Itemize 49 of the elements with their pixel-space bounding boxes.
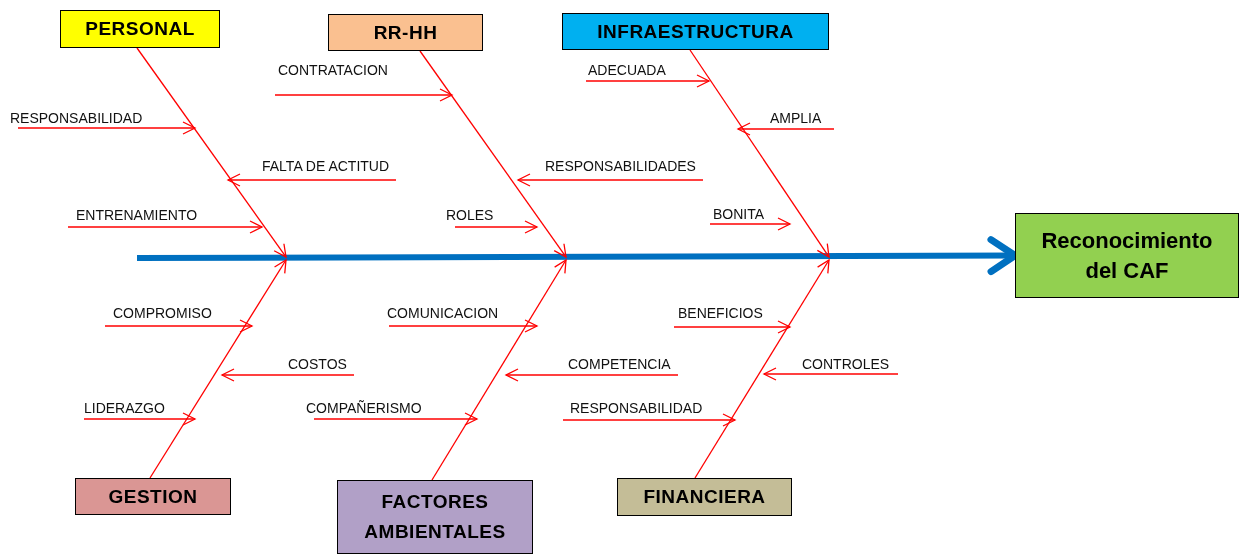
- arrow: [17, 121, 196, 135]
- cause-label: AMPLIA: [770, 110, 822, 127]
- cause-label: ENTRENAMIENTO: [76, 207, 198, 224]
- arrow: [763, 367, 899, 381]
- cause-label: BONITA: [713, 206, 765, 223]
- arrow: [673, 320, 791, 334]
- category-box: FINANCIERA: [617, 478, 792, 516]
- category-box: PERSONAL: [60, 10, 220, 48]
- arrow: [104, 319, 253, 333]
- arrow: [585, 74, 710, 88]
- arrow: [83, 412, 196, 426]
- cause-label: CONTRATACION: [278, 62, 388, 79]
- cause-label: COMPETENCIA: [568, 356, 671, 373]
- category-box: INFRAESTRUCTURA: [562, 13, 829, 50]
- cause-label: CONTROLES: [802, 356, 890, 373]
- arrow: [419, 50, 567, 258]
- arrow: [562, 413, 736, 427]
- arrow: [454, 220, 538, 234]
- cause-label: RESPONSABILIDAD: [570, 400, 703, 417]
- cause-label: RESPONSABILIDADES: [545, 158, 696, 175]
- arrow: [689, 49, 830, 258]
- category-box: GESTION: [75, 478, 231, 515]
- arrow: [221, 368, 355, 382]
- cause-label: BENEFICIOS: [678, 305, 763, 322]
- arrow: [709, 217, 791, 231]
- arrow: [313, 412, 478, 426]
- arrow: [274, 88, 453, 102]
- arrow: [694, 259, 830, 479]
- cause-label: LIDERAZGO: [84, 400, 165, 417]
- cause-label: ROLES: [446, 207, 494, 224]
- arrow: [517, 173, 704, 187]
- arrow: [505, 368, 679, 382]
- effect-box: Reconocimiento del CAF: [1015, 213, 1239, 298]
- cause-label: ADECUADA: [588, 62, 666, 79]
- arrow: [67, 220, 263, 234]
- arrow: [737, 122, 835, 136]
- arrow: [149, 259, 287, 479]
- arrow: [136, 47, 287, 258]
- category-box: RR-HH: [328, 14, 483, 51]
- arrow: [431, 259, 567, 481]
- cause-label: FALTA DE ACTITUD: [262, 158, 390, 175]
- cause-label: COMUNICACION: [387, 305, 499, 322]
- cause-label: COMPAÑERISMO: [306, 400, 422, 417]
- cause-label: COMPROMISO: [113, 305, 212, 322]
- arrow: [227, 173, 397, 187]
- cause-label: COSTOS: [288, 356, 347, 373]
- cause-label: RESPONSABILIDAD: [10, 110, 143, 127]
- arrow: [388, 319, 538, 333]
- category-box: FACTORES AMBIENTALES: [337, 480, 533, 554]
